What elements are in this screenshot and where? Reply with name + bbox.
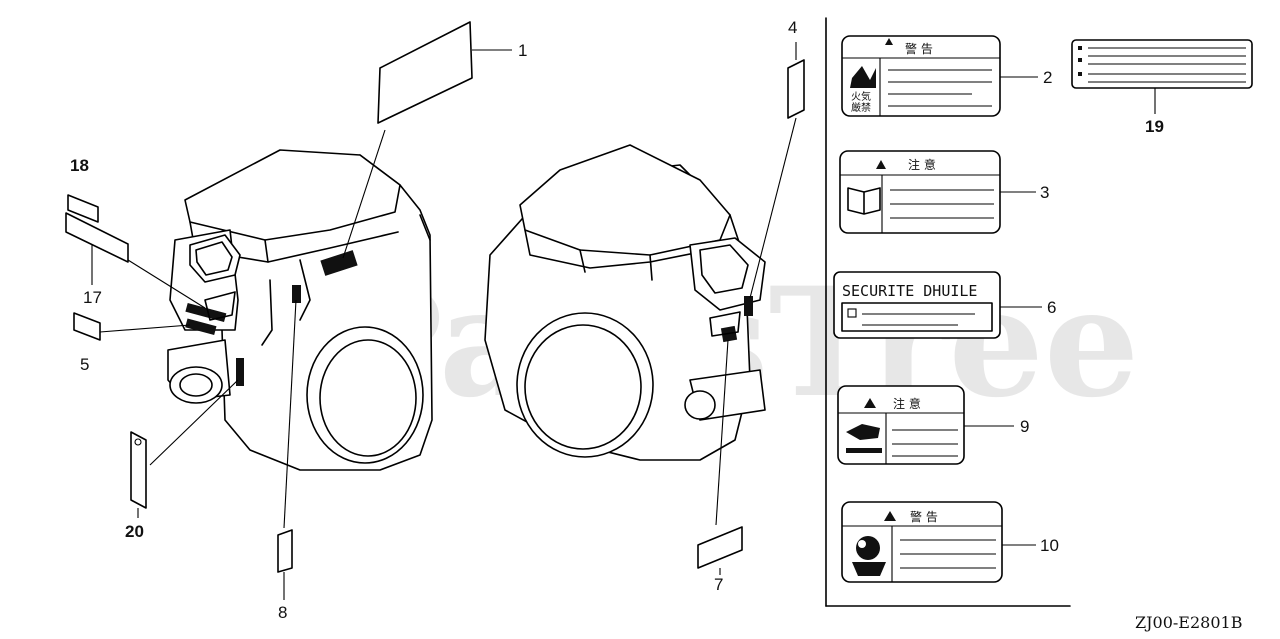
decal-18[interactable] bbox=[67, 194, 99, 223]
decal-17[interactable] bbox=[65, 212, 129, 263]
decal-5[interactable] bbox=[73, 312, 101, 341]
decal-10-header: 警 告 bbox=[910, 509, 938, 524]
callout-2: 2 bbox=[1043, 68, 1052, 87]
decal-3-header: 注 意 bbox=[908, 157, 936, 172]
decal-8[interactable] bbox=[277, 529, 293, 573]
decal-2-header: 警 告 bbox=[905, 41, 933, 56]
decal-10-warning[interactable]: 警 告 bbox=[841, 501, 1003, 583]
decal-3-caution[interactable]: 注 意 bbox=[839, 150, 1001, 234]
callout-5: 5 bbox=[80, 355, 89, 374]
engine-left bbox=[167, 149, 433, 471]
decal-9-caution[interactable]: 注 意 bbox=[837, 385, 965, 465]
engine-right bbox=[484, 144, 766, 461]
callout-3: 3 bbox=[1040, 183, 1049, 202]
callout-4: 4 bbox=[788, 18, 797, 37]
divider bbox=[825, 17, 1071, 607]
diagram-code: ZJ00-E2801B bbox=[1135, 613, 1242, 632]
decal-6-oil[interactable]: SECURITE DHUILE bbox=[833, 271, 1001, 339]
decal-19[interactable] bbox=[1071, 39, 1253, 89]
decal-2-warning[interactable]: 警 告 火気 厳禁 bbox=[841, 35, 1001, 117]
callout-7: 7 bbox=[714, 575, 723, 594]
callout-19: 19 bbox=[1145, 117, 1164, 136]
decal-9-header: 注 意 bbox=[893, 396, 921, 411]
decal-6-title: SECURITE DHUILE bbox=[842, 282, 977, 300]
decal-7[interactable] bbox=[697, 526, 743, 569]
decal-2-icon-text-1: 火気 bbox=[851, 90, 871, 103]
callout-8: 8 bbox=[278, 603, 287, 622]
callout-1: 1 bbox=[518, 41, 527, 60]
decal-20[interactable] bbox=[130, 431, 147, 509]
leader-lines bbox=[91, 42, 797, 600]
callout-6: 6 bbox=[1047, 298, 1056, 317]
callout-18: 18 bbox=[70, 156, 89, 175]
callout-20: 20 bbox=[125, 522, 144, 541]
decal-1[interactable] bbox=[377, 21, 473, 124]
callout-17: 17 bbox=[83, 288, 102, 307]
panel-leader-lines bbox=[964, 76, 1156, 546]
decal-2-icon-text-2: 厳禁 bbox=[851, 101, 871, 114]
decal-4[interactable] bbox=[787, 59, 805, 119]
callout-9: 9 bbox=[1020, 417, 1029, 436]
callout-10: 10 bbox=[1040, 536, 1059, 555]
callout-numbers: 1 2 3 4 5 6 7 8 9 10 17 18 19 20 bbox=[70, 18, 1164, 622]
